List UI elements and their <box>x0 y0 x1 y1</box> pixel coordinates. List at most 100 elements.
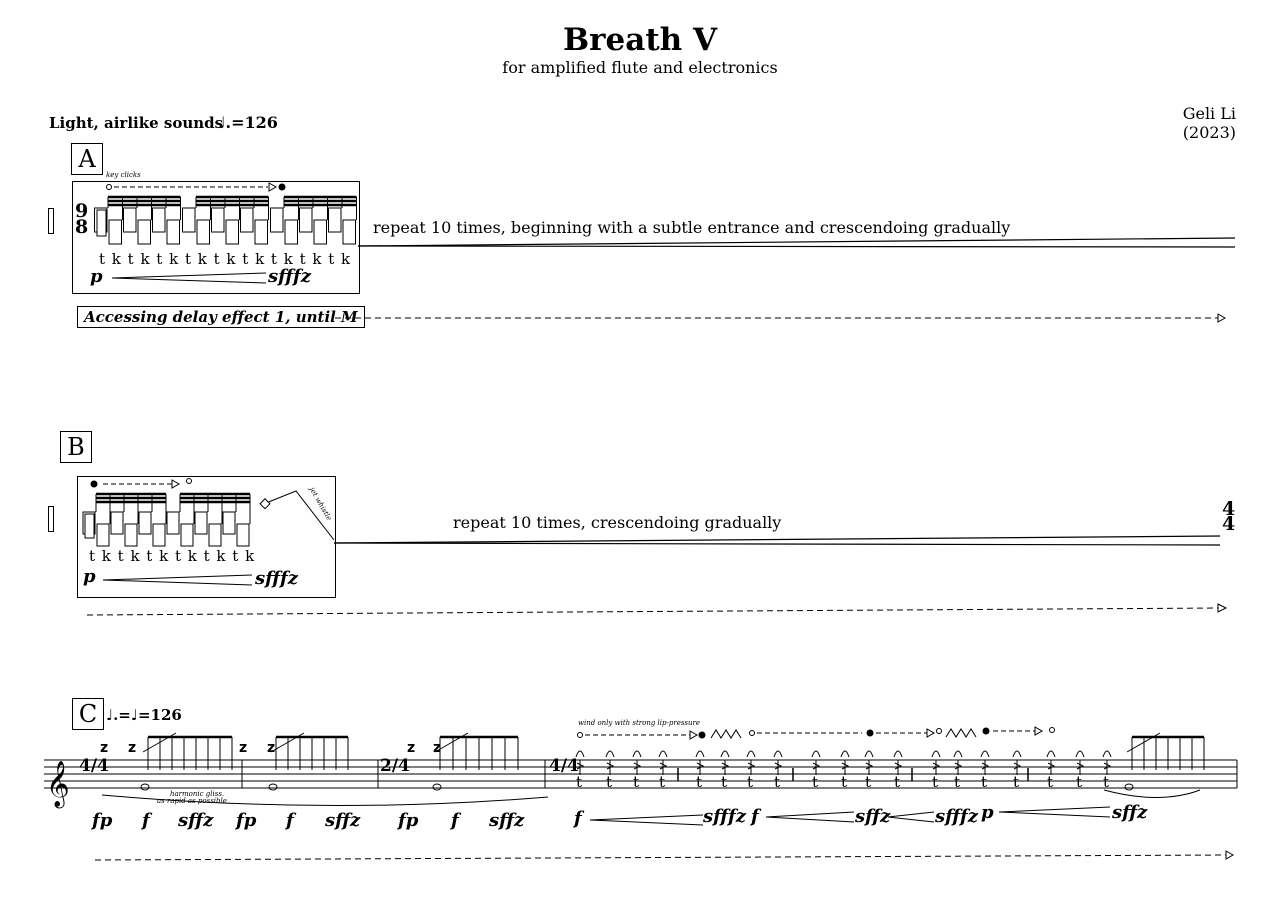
group-b2-box-notehead <box>194 511 208 535</box>
group-b1-box-notehead <box>96 523 110 547</box>
t-syllable: t <box>633 773 640 791</box>
group-b1-box-notehead <box>110 511 124 535</box>
fermata-mark <box>864 750 874 758</box>
dyn-c-13: sffz <box>855 806 891 827</box>
t-syllable: t <box>606 773 613 791</box>
dyn-c-11: sfffz <box>703 806 746 827</box>
accent-mark <box>721 762 730 770</box>
t-syllable: t <box>659 773 666 791</box>
fermata-mark <box>1012 750 1022 758</box>
flutter-mark: z <box>100 740 108 756</box>
t-syllable: t <box>696 773 703 791</box>
fermata-mark <box>1102 750 1112 758</box>
accent-mark <box>576 762 585 770</box>
instruction-a: repeat 10 times, beginning with a subtle… <box>373 218 1011 237</box>
flutter-mark: z <box>433 740 441 756</box>
t-syllable: t <box>747 773 754 791</box>
group-a3-box-notehead <box>313 219 327 245</box>
accent-mark <box>606 762 615 770</box>
fermata-mark <box>931 750 941 758</box>
dynamic-b-end: sfffz <box>255 568 298 589</box>
c-group-1-notehead <box>140 783 150 791</box>
c-group-4-notehead <box>1124 783 1134 791</box>
group-b1-box-notehead <box>152 523 166 547</box>
rehearsal-mark-b: B <box>60 431 92 463</box>
time-sig-b-top: 4 <box>1222 498 1236 520</box>
jet-whistle-notehead <box>259 498 271 510</box>
dyn-c-4: fp <box>236 810 257 831</box>
flutter-mark: z <box>267 740 275 756</box>
group-b2-box-notehead <box>236 523 250 547</box>
gloss-note: harmonic gliss. <box>170 790 225 798</box>
accent-mark <box>932 762 941 770</box>
piece-title: Breath V <box>562 22 718 58</box>
t-syllable: t <box>812 773 819 791</box>
accent-mark <box>812 762 821 770</box>
time-signature-a: 9 8 <box>75 202 88 237</box>
group-a1-box-notehead <box>152 207 166 233</box>
tempo-text: Light, airlike sounds <box>49 114 224 132</box>
technique-key-clicks: key clicks <box>106 171 141 179</box>
accent-mark <box>1047 762 1056 770</box>
flutter-mark: z <box>128 740 136 756</box>
fermata-mark <box>605 750 615 758</box>
group-a1-box-notehead <box>137 219 151 245</box>
dyn-c-3: sffz <box>178 810 214 831</box>
t-syllable: t <box>1076 773 1083 791</box>
fermata-mark <box>632 750 642 758</box>
accent-mark <box>633 762 642 770</box>
accent-mark <box>1076 762 1085 770</box>
fermata-mark <box>1075 750 1085 758</box>
dyn-c-10: f <box>574 808 582 829</box>
c-group-2-notehead <box>268 783 278 791</box>
section-a-frame <box>72 181 360 294</box>
group-a3-box-notehead <box>342 219 356 245</box>
accent-mark <box>774 762 783 770</box>
group-a2-box-notehead <box>225 219 239 245</box>
group-a1-box-notehead <box>123 207 137 233</box>
flutter-mark: z <box>239 740 247 756</box>
group-a3-box-notehead <box>284 219 298 245</box>
open-circle-b <box>186 478 192 484</box>
dyn-c-6: sffz <box>325 810 361 831</box>
syllables-b: t k t k t k t k t k t k <box>89 547 255 565</box>
t-syllable: t <box>841 773 848 791</box>
accent-mark <box>696 762 705 770</box>
group-b1-box-notehead <box>138 511 152 535</box>
dyn-c-1: fp <box>92 810 113 831</box>
group-a2-box-notehead <box>240 207 254 233</box>
fermata-mark <box>953 750 963 758</box>
t-syllable: t <box>1013 773 1020 791</box>
t-syllable: t <box>721 773 728 791</box>
accent-mark <box>841 762 850 770</box>
dyn-c-15: p <box>981 802 994 823</box>
time-sig-c2: 2/4 <box>380 756 410 776</box>
group-a2-box-notehead <box>211 207 225 233</box>
fermata-mark <box>893 750 903 758</box>
section-b-frame <box>77 476 336 598</box>
effect-box-delay: Accessing delay effect 1, until M <box>77 306 365 328</box>
percussion-clef-a <box>48 208 54 234</box>
group-a2-box-notehead <box>196 219 210 245</box>
group-a3-box-notehead <box>328 207 342 233</box>
accent-mark <box>747 762 756 770</box>
t-syllable: t <box>981 773 988 791</box>
dyn-c-14: sfffz <box>935 806 978 827</box>
t-syllable: t <box>865 773 872 791</box>
fermata-mark <box>1046 750 1056 758</box>
dyn-c-9: sffz <box>489 810 525 831</box>
group-a2-box-notehead <box>182 207 196 233</box>
group-b2-box-notehead <box>208 523 222 547</box>
dyn-c-7: fp <box>398 810 419 831</box>
dyn-c-8: f <box>451 810 459 831</box>
fermata-mark <box>720 750 730 758</box>
group-a1-box-notehead <box>166 219 180 245</box>
accent-mark <box>659 762 668 770</box>
accent-mark <box>981 762 990 770</box>
t-syllable: t <box>1047 773 1054 791</box>
t-syllable: t <box>576 773 583 791</box>
wind-note: wind only with strong lip-pressure <box>578 719 701 727</box>
composer-name: Geli Li <box>1182 104 1236 123</box>
accent-mark <box>1103 762 1112 770</box>
